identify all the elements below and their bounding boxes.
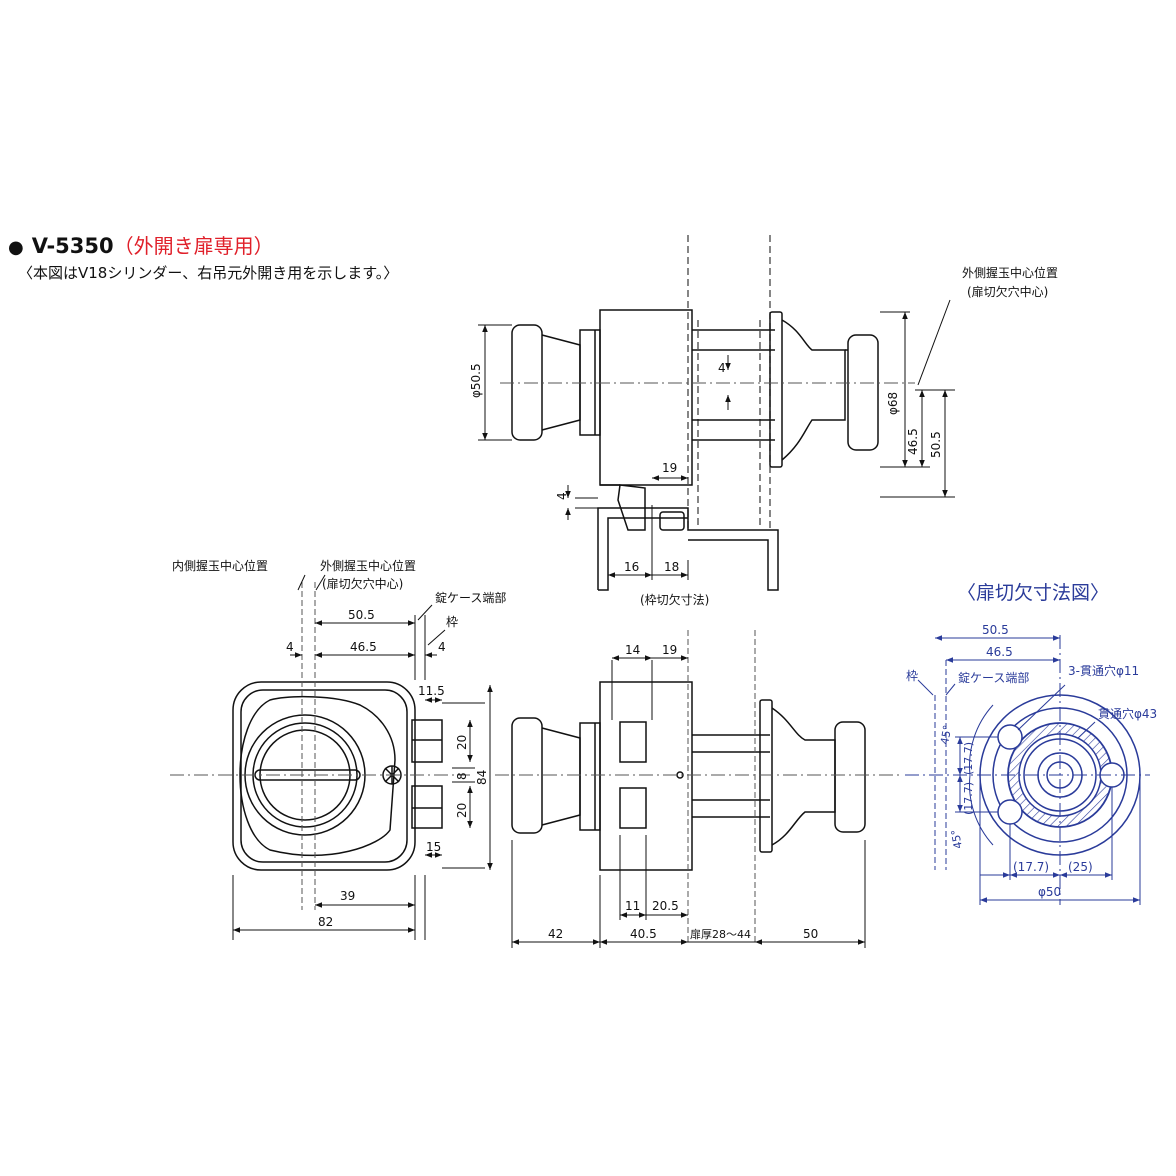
- bullet-icon: ●: [8, 237, 24, 258]
- dim-17-7-lower: (17.7): [962, 782, 975, 815]
- door-cut-center-label: (扉切欠穴中心): [967, 284, 1048, 299]
- dim-19-side: 19: [662, 643, 677, 657]
- dim-20-lower: 20: [455, 803, 469, 818]
- right-knob-top: [847, 334, 879, 451]
- dim-39: 39: [340, 889, 355, 903]
- dim-25: (25): [1068, 860, 1093, 874]
- drawing-note: 〈本図はV18シリンダー、右吊元外開き用を示します。〉: [18, 264, 399, 282]
- rose-diameter: φ68: [886, 392, 900, 415]
- top-view-texts: φ50.5 φ68 4 46.5 50.5 19 4 16 18 外側握玉中心位…: [469, 265, 1058, 607]
- lock-case-top: [599, 309, 693, 486]
- front-view: [170, 574, 493, 940]
- product-title: ● V-5350（外開き扉専用）: [8, 230, 274, 259]
- right-knob-neck: [781, 319, 846, 461]
- strike-slot: [659, 511, 685, 531]
- door-thickness: 扉厚28～44: [690, 928, 751, 941]
- model-variant: （外開き扉専用）: [113, 234, 274, 258]
- dim-17-7-bottom: (17.7): [1013, 860, 1049, 874]
- dim-14: 14: [625, 643, 640, 657]
- door-cut-center-label-front: (扉切欠穴中心): [322, 576, 403, 591]
- inner-knob-center-label: 内側握玉中心位置: [172, 558, 268, 573]
- dim-46-5: 46.5: [906, 428, 920, 455]
- angle-top: 45°: [938, 724, 954, 745]
- side-view-texts: 14 19 11 20.5 42 40.5 扉厚28～44 50: [548, 643, 818, 941]
- dim-50-side: 50: [803, 927, 818, 941]
- cutout-view: [905, 635, 1150, 905]
- dim-19: 19: [662, 461, 677, 475]
- dim-8: 8: [455, 772, 469, 780]
- knob-diameter: φ50.5: [469, 363, 483, 398]
- dim-20-upper: 20: [455, 735, 469, 750]
- top-view: [478, 235, 955, 591]
- frame-cut-label: (枠切欠寸法): [640, 592, 709, 607]
- dim-42: 42: [548, 927, 563, 941]
- outer-knob-center-label: 外側握玉中心位置: [962, 265, 1058, 280]
- latch-window-lower: [411, 785, 443, 829]
- dim-4-right: 4: [438, 640, 446, 654]
- dim-84: 84: [475, 770, 489, 785]
- case-end-label: 錠ケース端部: [435, 590, 506, 605]
- main-hole-label: 貫通穴φ43: [1098, 706, 1157, 721]
- dim-50-5-front: 50.5: [348, 608, 375, 622]
- frame-label: 枠: [446, 615, 458, 629]
- right-rose-top: [769, 311, 783, 468]
- side-latch-window-upper: [619, 721, 647, 763]
- hole-3-label: 3-貫通穴φ11: [1068, 663, 1139, 678]
- latch-top: [617, 484, 646, 531]
- dim-82: 82: [318, 915, 333, 929]
- latch-window-upper: [411, 719, 443, 763]
- hole-11-upper-left: [997, 724, 1023, 750]
- escutcheon-outer: [232, 681, 416, 871]
- outer-knob-center-label-front: 外側握玉中心位置: [320, 558, 416, 573]
- thumb-turn-shield: [239, 695, 396, 857]
- strike-channel: [597, 507, 779, 591]
- dim-20-5: 20.5: [652, 899, 679, 913]
- dim-46-5-front: 46.5: [350, 640, 377, 654]
- side-rose: [759, 699, 773, 853]
- dim-18: 18: [664, 560, 679, 574]
- side-left-knob: [511, 717, 543, 834]
- dim-4-left: 4: [286, 640, 294, 654]
- dim-11-5: 11.5: [418, 684, 445, 698]
- cutout-dim-46-5: 46.5: [986, 645, 1013, 659]
- angle-bottom: 45°: [949, 828, 965, 849]
- dim-17-7-upper: (17.7): [962, 742, 975, 775]
- dim-40-5: 40.5: [630, 927, 657, 941]
- dim-11: 11: [625, 899, 640, 913]
- cutout-dim-50-5: 50.5: [982, 623, 1009, 637]
- dim-15: 15: [426, 840, 441, 854]
- hole-11-lower-left: [997, 799, 1023, 825]
- cutout-frame-label: 枠: [906, 669, 918, 683]
- side-latch-window-lower: [619, 787, 647, 829]
- cutout-texts: 50.5 46.5 枠 錠ケース端部 3-貫通穴φ11 貫通穴φ43 45° 4…: [906, 623, 1157, 899]
- front-view-texts: 内側握玉中心位置 外側握玉中心位置 (扉切欠穴中心) 錠ケース端部 枠 50.5…: [172, 558, 506, 929]
- dim-4-spindle: 4: [718, 361, 726, 375]
- dim-16: 16: [624, 560, 639, 574]
- cutout-case-end-label: 錠ケース端部: [958, 670, 1029, 685]
- dim-4-latch: 4: [555, 492, 569, 500]
- dia-50: φ50: [1038, 885, 1061, 899]
- model-number: V-5350: [31, 234, 114, 258]
- dim-50-5: 50.5: [929, 431, 943, 458]
- side-view: [495, 630, 900, 948]
- escutcheon-inner: [240, 689, 408, 863]
- side-right-knob: [834, 721, 866, 833]
- cutout-section-title: 〈扉切欠寸法図〉: [957, 582, 1110, 604]
